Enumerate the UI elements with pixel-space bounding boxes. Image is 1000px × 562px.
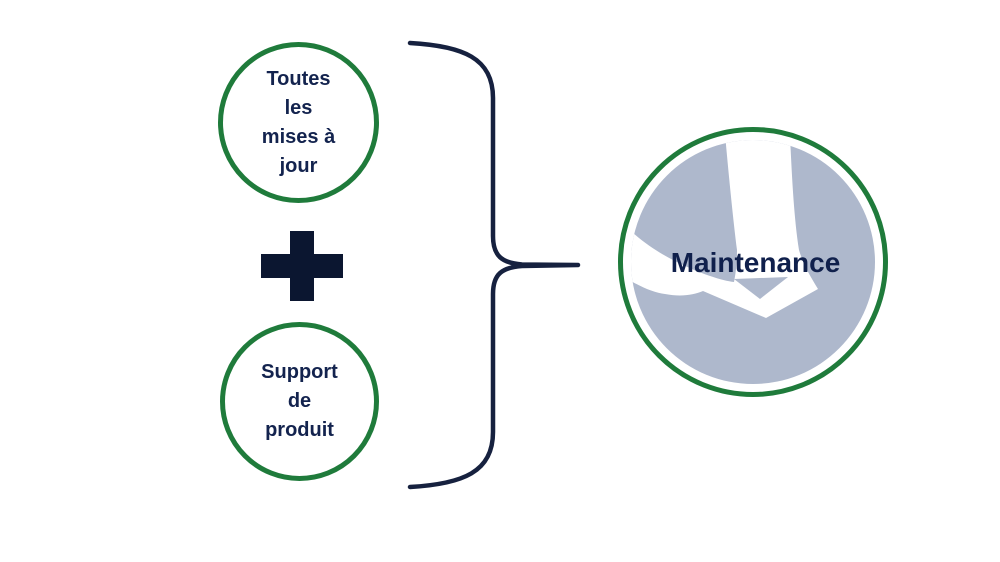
circle-product-support-label: Support de produit <box>261 361 338 441</box>
plus-icon <box>261 231 343 301</box>
maintenance-label: Maintenance <box>670 247 841 278</box>
curly-brace <box>407 40 581 490</box>
circle-maintenance <box>618 127 888 397</box>
circle-updates-label: Toutes les mises à jour <box>261 67 336 177</box>
curved-arrow-icon <box>631 140 818 318</box>
circle-product-support: Support de produit <box>220 322 379 481</box>
circle-updates: Toutes les mises à jour <box>218 42 379 203</box>
